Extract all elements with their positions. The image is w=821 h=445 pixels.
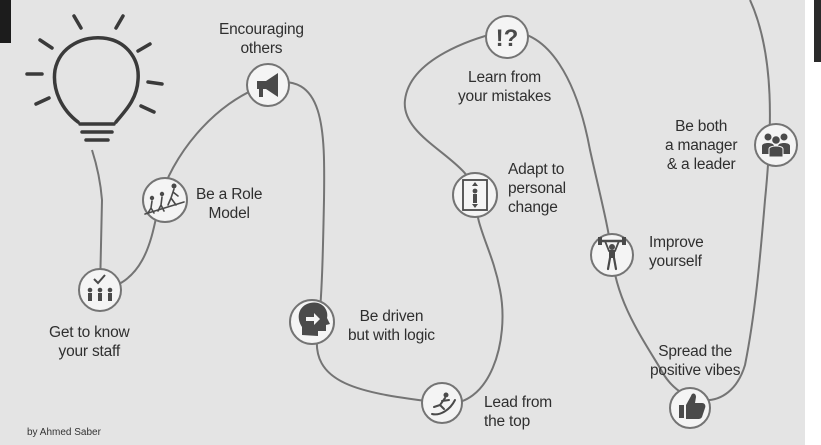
left-edge-bar [0,0,11,43]
node-adapt [452,172,498,218]
right-edge-bar [814,0,821,62]
winding-path [91,0,771,405]
node-encouraging [246,63,290,107]
staff-check-icon [87,274,113,301]
node-mistakes: !? [485,15,529,59]
right-edge-margin [805,0,821,445]
megaphone-icon [257,73,278,97]
node-role-model [142,177,188,223]
thumbs-up-icon [679,393,706,419]
head-arrow-icon [298,302,330,336]
node-driven [289,299,335,345]
exclaim-question-icon: !? [496,25,519,52]
climber-icon [431,392,456,416]
light-bulb-icon [25,14,164,142]
people-group-icon [762,133,790,158]
node-manager [754,123,798,167]
person-arrows-icon [462,179,488,211]
node-positive [669,387,711,429]
role-model-icon [144,183,185,215]
node-lead-top [421,382,463,424]
node-know-staff [78,268,122,312]
node-improve [590,233,634,277]
weightlifter-icon [598,237,626,271]
author-credit: by Ahmed Saber [27,427,101,438]
